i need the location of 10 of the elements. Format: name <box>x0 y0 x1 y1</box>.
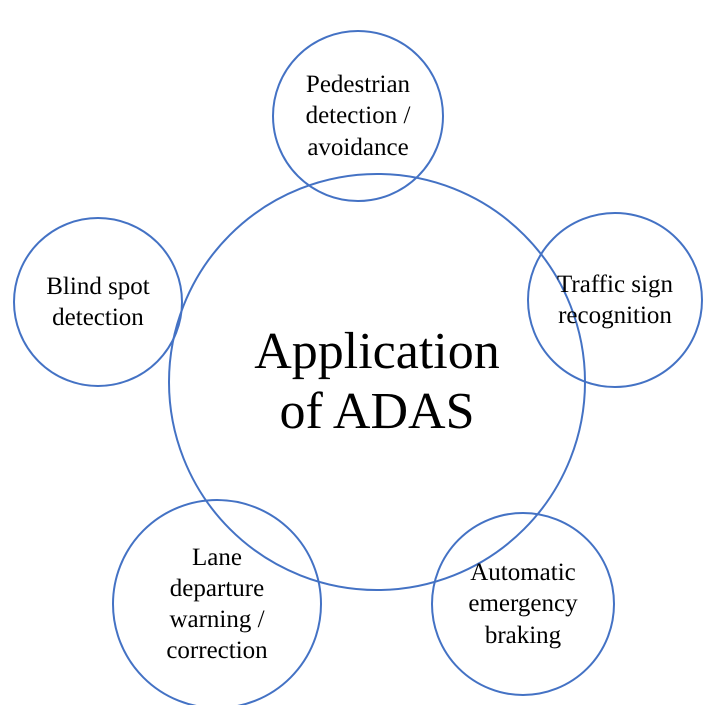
circle-label: Automatic emergency braking <box>467 558 579 651</box>
topic-circle <box>272 30 444 202</box>
circle-label: Blind spot detection <box>45 272 151 333</box>
topic-circle <box>112 499 322 705</box>
circle-label: Pedestrian detection / avoidance <box>304 70 412 163</box>
circle-label: Lane departure warning / correction <box>165 542 269 666</box>
topic-circle <box>431 512 615 696</box>
topic-circle <box>527 212 703 388</box>
topic-circle <box>13 217 183 387</box>
central-title: Application of ADAS <box>253 322 501 442</box>
